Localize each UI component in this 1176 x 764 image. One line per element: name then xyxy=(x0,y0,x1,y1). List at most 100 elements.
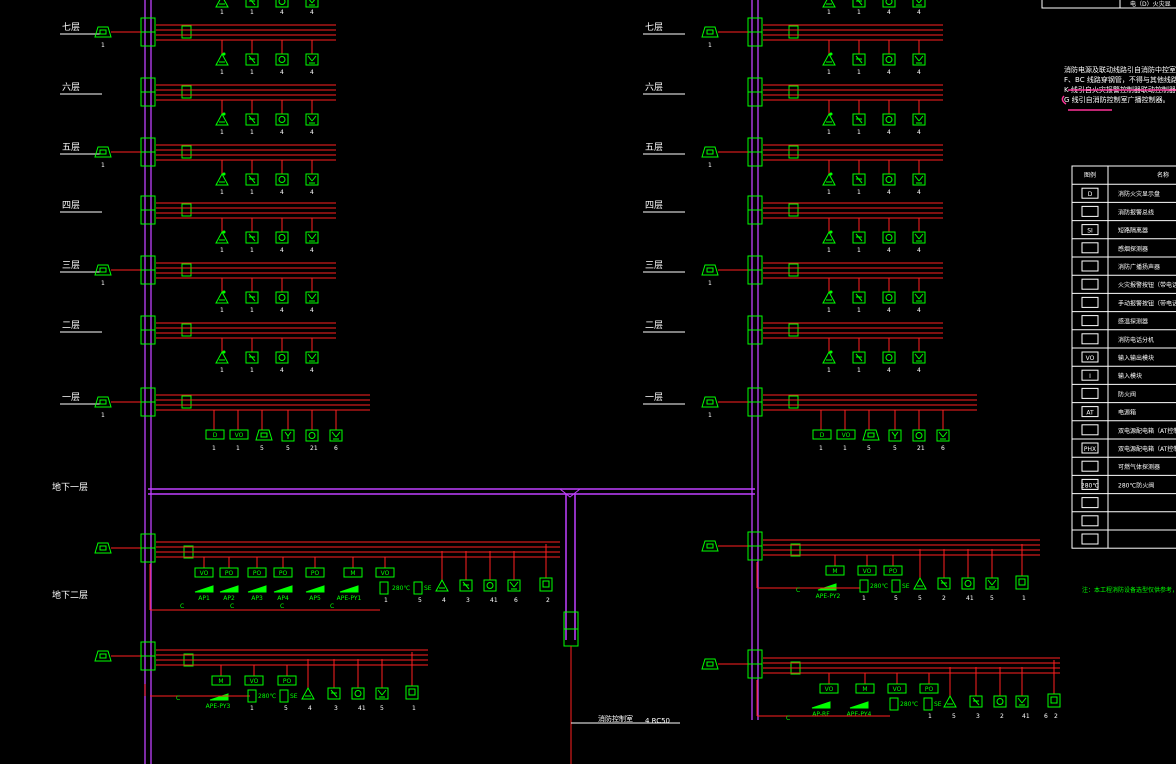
heat-detector-icon xyxy=(852,173,866,186)
manual-alarm-button-icon xyxy=(275,351,289,364)
module-box-code: PO xyxy=(889,568,898,575)
legend-symbol-box xyxy=(1081,260,1099,272)
speaker-icon xyxy=(94,396,112,408)
device-count: 1 xyxy=(857,307,861,314)
fire-damper-icon xyxy=(305,351,319,364)
fire-damper-icon xyxy=(914,353,920,360)
connection-dot xyxy=(222,52,226,56)
device-count: 5 xyxy=(918,595,922,602)
manual-alarm-button-icon xyxy=(885,294,893,301)
legend-symbol: AT xyxy=(1086,410,1094,417)
ground-device-count: 1 xyxy=(843,445,847,452)
se-label: SE xyxy=(934,701,942,708)
fire-damper-icon xyxy=(305,113,319,126)
heat-icon xyxy=(852,231,866,244)
fire-damper-icon xyxy=(914,55,920,62)
smoke-detector-icon xyxy=(891,431,896,437)
fire-damper-icon xyxy=(1015,695,1029,708)
design-notes: 消防电源及联动线路引自消防中控室火灾报警控制器，F、BC 线路穿钢管，不得与其他… xyxy=(1061,65,1176,111)
heat-detector-icon xyxy=(245,231,259,244)
phone-icon xyxy=(405,685,419,700)
device-count: 4 xyxy=(280,367,284,374)
module-box-code: VO xyxy=(381,570,390,577)
fire-damper-icon xyxy=(918,0,923,4)
distribution-tag: AP3 xyxy=(251,595,263,602)
hydrant-icon xyxy=(913,576,927,590)
damper-icon xyxy=(912,231,926,244)
legend-symbol-box xyxy=(1081,387,1099,399)
speaker-icon xyxy=(99,545,107,551)
ground-device-count: 21 xyxy=(310,445,318,452)
heat-detector-icon xyxy=(852,53,866,66)
floor-label: 七层 xyxy=(62,22,80,33)
hydrant-icon xyxy=(215,52,229,66)
phone-icon xyxy=(539,577,553,592)
legend-symbol: VO xyxy=(1086,355,1095,362)
device-count: 1 xyxy=(250,129,254,136)
basement-label: 地下一层 xyxy=(52,481,88,493)
device-count: 4 xyxy=(887,189,891,196)
hydrant-icon xyxy=(215,112,229,126)
legend-name: 防火阀 xyxy=(1118,390,1136,398)
manual-alarm-button-icon xyxy=(278,56,286,63)
manual-alarm-button-icon xyxy=(996,698,1004,705)
device-count: 4 xyxy=(280,307,284,314)
hydrant-button-icon xyxy=(215,172,229,186)
phone-extension-icon xyxy=(405,685,419,700)
distribution-tag: APE-PY1 xyxy=(337,595,362,602)
floor-label: 一层 xyxy=(62,392,80,403)
device-count: 1 xyxy=(857,367,861,374)
module-box xyxy=(247,567,267,578)
device-count: 4 xyxy=(280,129,284,136)
module-box xyxy=(413,581,423,595)
damper-icon xyxy=(507,579,521,592)
manual-icon xyxy=(882,351,896,364)
manual-alarm-button-icon xyxy=(885,56,893,63)
fire-damper-icon xyxy=(307,115,313,122)
device-count: 1 xyxy=(220,129,224,136)
distribution-tag: APE-PY3 xyxy=(206,703,231,710)
device-count: 4 xyxy=(917,129,921,136)
device-count: 41 xyxy=(966,595,974,602)
short-circuit-isolator xyxy=(788,395,799,409)
hydrant-button-icon xyxy=(943,694,957,708)
damper-icon xyxy=(305,113,319,126)
fire-damper-icon xyxy=(311,233,317,240)
floor-label: 六层 xyxy=(62,81,80,93)
speaker-icon xyxy=(99,29,107,35)
heat-icon xyxy=(245,173,259,186)
device-count: 1 xyxy=(827,367,831,374)
device-count: 4 xyxy=(310,247,314,254)
module-box xyxy=(855,683,875,694)
smoke-detector-icon xyxy=(284,431,289,437)
device-count: 1 xyxy=(220,69,224,76)
connection-dot xyxy=(222,172,226,176)
manual-alarm-button-icon xyxy=(885,234,893,241)
device-count: 4 xyxy=(887,9,891,16)
fire-damper-icon xyxy=(311,0,316,4)
module-box xyxy=(375,567,395,578)
manual-alarm-button-icon xyxy=(882,351,896,364)
fire-damper-icon xyxy=(1017,697,1023,704)
fire-damper-icon xyxy=(311,115,317,122)
damper-icon xyxy=(305,291,319,304)
distribution-tag: AP-RF xyxy=(812,711,830,718)
speaker-icon xyxy=(867,432,875,438)
ground-module-box-code: VO xyxy=(235,432,244,439)
manual-alarm-button-icon xyxy=(275,173,289,186)
manual-alarm-button-icon xyxy=(275,291,289,304)
hydrant-button-icon xyxy=(822,0,836,8)
speaker-icon xyxy=(94,26,112,38)
hydrant-button-icon xyxy=(822,52,836,66)
device-count: 4 xyxy=(917,9,921,16)
legend-name: 短路隔离器 xyxy=(1118,227,1148,235)
device-count: 4 xyxy=(887,367,891,374)
damper-icon xyxy=(305,351,319,364)
smoke-detector-icon xyxy=(888,429,902,442)
damper-icon xyxy=(912,0,926,8)
device-count: 4 xyxy=(442,597,446,604)
fire-damper-icon xyxy=(308,0,313,4)
temp-label: 280℃ xyxy=(392,585,410,592)
module-box-code: PO xyxy=(311,570,320,577)
